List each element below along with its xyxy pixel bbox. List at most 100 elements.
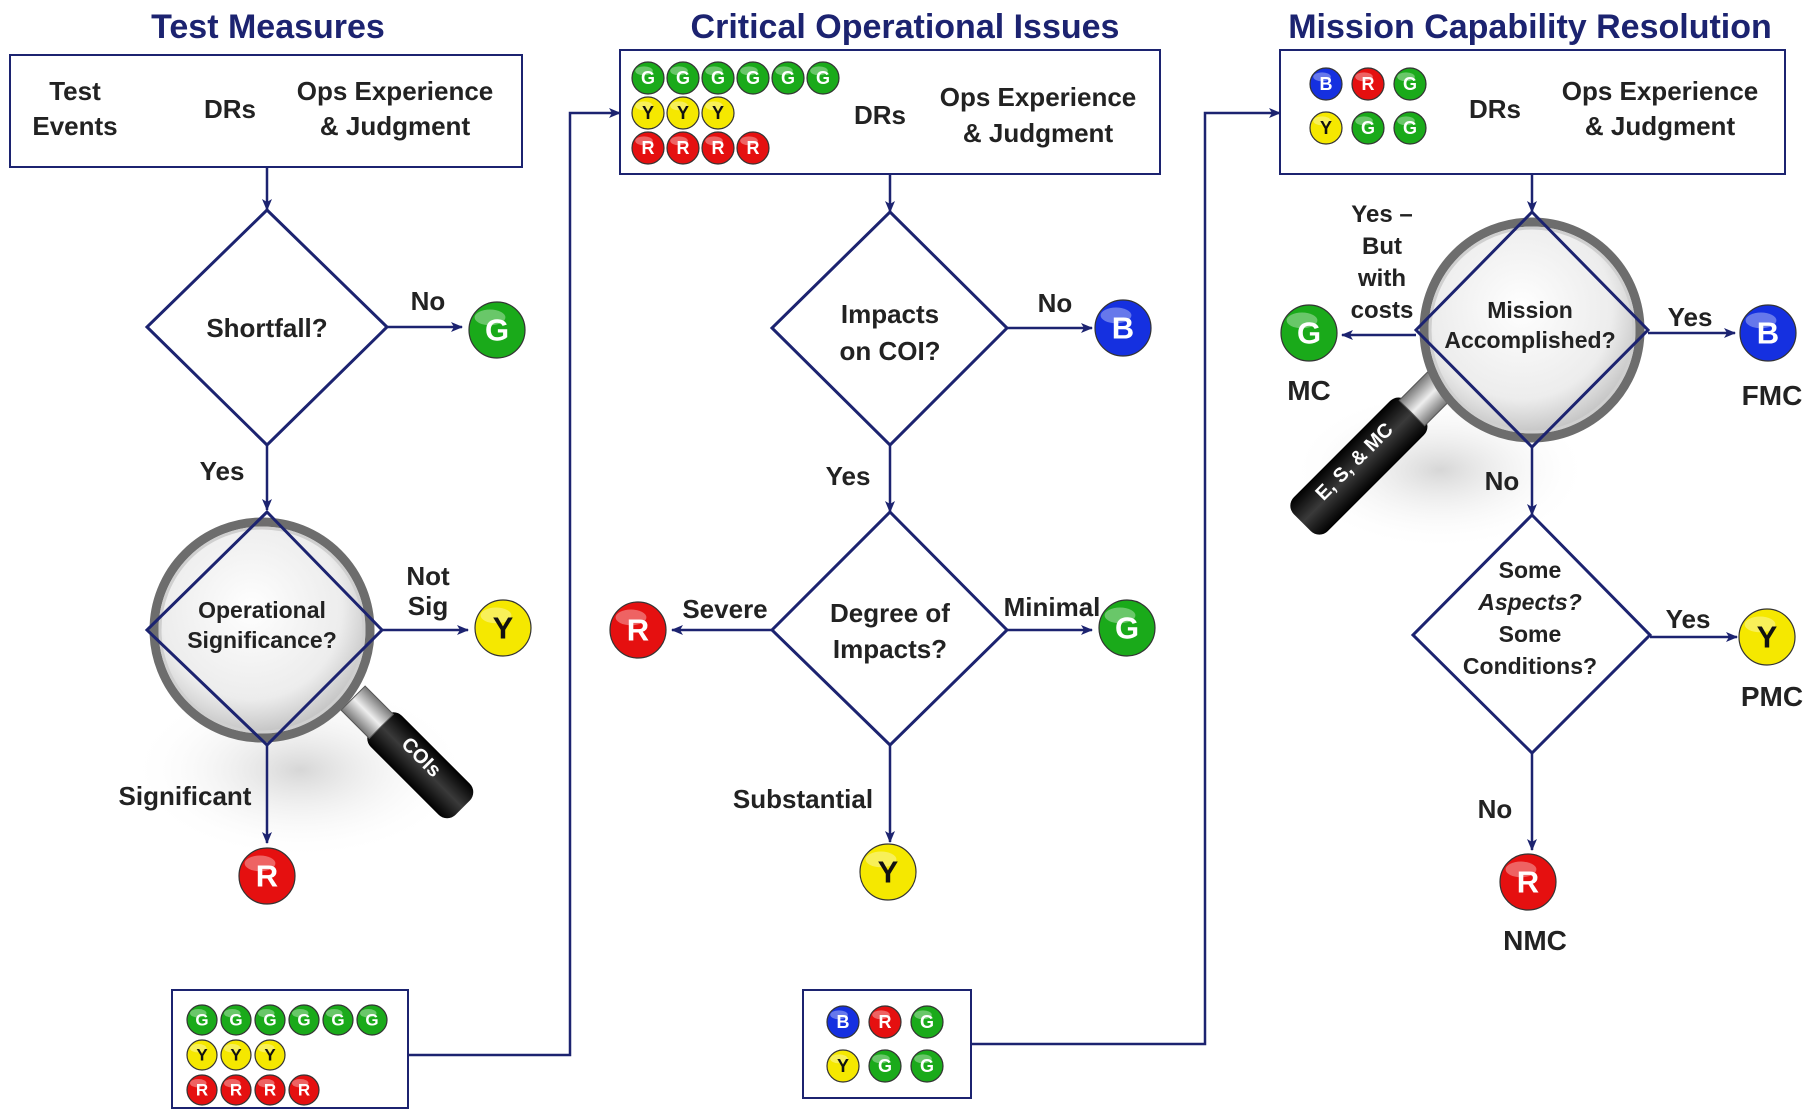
- rating-g-circle: [1098, 599, 1156, 657]
- mini-rating-g-circle: [666, 61, 700, 95]
- mini-rating-g-circle: [910, 1049, 944, 1083]
- col2-minimal-label: Minimal: [1004, 592, 1101, 622]
- col2-drs-label: DRs: [854, 100, 906, 130]
- mini-rating-g-circle: [288, 1004, 320, 1036]
- mini-rating-letter: G: [641, 68, 655, 88]
- mini-rating-r-circle: [666, 131, 700, 165]
- col3-mission-text-1: Mission: [1487, 297, 1573, 323]
- mini-rating-highlight: [1355, 116, 1373, 126]
- rating-g-circle: [468, 301, 526, 359]
- rating-letter: Y: [878, 855, 899, 890]
- mini-rating-letter: R: [677, 138, 690, 158]
- rating-b-circle: [1739, 304, 1797, 362]
- col1-significance-text-2: Significance?: [187, 627, 337, 653]
- mini-rating-g-circle: [701, 61, 735, 95]
- mini-rating-highlight: [1355, 72, 1373, 82]
- col3-result-nmc-circle: R: [1499, 853, 1557, 911]
- mini-rating-highlight: [705, 66, 723, 76]
- col1-magnifier-lens: [149, 517, 375, 743]
- col3-result-yes-circle: B: [1739, 304, 1797, 362]
- mini-rating-letter: B: [1320, 74, 1333, 94]
- col1-result-notsig-circle: Y: [474, 599, 532, 657]
- mini-rating-letter: Y: [196, 1046, 208, 1065]
- mini-rating-letter: G: [195, 1011, 208, 1030]
- mini-rating-letter: R: [230, 1081, 242, 1100]
- rating-highlight: [865, 851, 897, 868]
- rating-highlight: [1744, 616, 1776, 633]
- mini-rating-g-circle: [1393, 111, 1427, 145]
- mini-rating-letter: G: [711, 68, 725, 88]
- mini-rating-letter: G: [297, 1011, 310, 1030]
- rating-highlight: [244, 855, 276, 872]
- mini-rating-letter: R: [264, 1081, 276, 1100]
- col2-result-substantial-circle: Y: [859, 843, 917, 901]
- mini-rating-letter: G: [229, 1011, 242, 1030]
- mini-rating-g-circle: [1351, 111, 1385, 145]
- col3-magnifier: E, S, & MC: [1290, 217, 1645, 550]
- col2-substantial-label: Substantial: [733, 784, 873, 814]
- mini-rating-highlight: [705, 101, 723, 111]
- mini-rating-letter: R: [879, 1012, 892, 1032]
- mini-rating-letter: R: [1362, 74, 1375, 94]
- col1-notsig-label-1: Not: [406, 561, 450, 591]
- col3-mission-text-2: Accomplished?: [1444, 327, 1615, 353]
- col1-yes-label: Yes: [200, 456, 245, 486]
- mini-rating-letter: G: [920, 1012, 934, 1032]
- mini-rating-letter: Y: [230, 1046, 242, 1065]
- col3-pmc-label: PMC: [1741, 681, 1803, 712]
- mini-rating-r-circle: [288, 1074, 320, 1106]
- mini-rating-highlight: [224, 1044, 241, 1053]
- mini-rating-y-circle: [666, 96, 700, 130]
- col3-yes-label: Yes: [1668, 302, 1713, 332]
- mini-rating-highlight: [1313, 116, 1331, 126]
- mini-rating-letter: G: [331, 1011, 344, 1030]
- rating-highlight: [474, 309, 506, 326]
- col1-result-sig-circle: R: [238, 847, 296, 905]
- col1-significant-label: Significant: [119, 781, 252, 811]
- mini-rating-r-circle: [220, 1074, 252, 1106]
- mini-rating-highlight: [635, 136, 653, 146]
- mini-rating-g-circle: [356, 1004, 388, 1036]
- col3-title: Mission Capability Resolution: [1288, 8, 1772, 46]
- col3-yes-costs-3: with: [1357, 265, 1406, 292]
- col3-yes-costs-2: But: [1362, 233, 1402, 260]
- col3-fmc-label: FMC: [1742, 380, 1803, 411]
- col3-result-costs-circle: G: [1280, 304, 1338, 362]
- rating-highlight: [1104, 607, 1136, 624]
- rating-letter: G: [1115, 611, 1139, 646]
- rating-y-circle: [859, 843, 917, 901]
- mini-rating-letter: R: [196, 1081, 208, 1100]
- mini-rating-highlight: [190, 1044, 207, 1053]
- mini-rating-highlight: [635, 101, 653, 111]
- mini-rating-letter: Y: [712, 103, 724, 123]
- rating-y-circle: [1738, 608, 1796, 666]
- mini-rating-g-circle: [771, 61, 805, 95]
- mini-rating-y-circle: [701, 96, 735, 130]
- mini-rating-letter: B: [837, 1012, 850, 1032]
- mini-rating-g-circle: [186, 1004, 218, 1036]
- mini-rating-highlight: [872, 1010, 890, 1020]
- rating-letter: G: [485, 313, 509, 348]
- mini-rating-letter: Y: [1320, 118, 1332, 138]
- mini-rating-letter: Y: [642, 103, 654, 123]
- mini-rating-g-circle: [1393, 67, 1427, 101]
- rating-letter: G: [1297, 316, 1321, 351]
- mini-rating-highlight: [670, 101, 688, 111]
- col3-result-pmc-circle: Y: [1738, 608, 1796, 666]
- rating-letter: B: [1757, 316, 1779, 351]
- mini-rating-g-circle: [736, 61, 770, 95]
- col1-magnifier: COIs: [130, 517, 474, 860]
- mini-rating-g-circle: [631, 61, 665, 95]
- mini-rating-letter: G: [676, 68, 690, 88]
- col1-ops-label-2: & Judgment: [320, 111, 471, 141]
- mini-rating-highlight: [360, 1009, 377, 1018]
- mini-rating-b-circle: [826, 1005, 860, 1039]
- mini-rating-letter: G: [263, 1011, 276, 1030]
- col2-degree-diamond: [769, 509, 1010, 748]
- col1-shortfall-text: Shortfall?: [206, 313, 327, 343]
- mini-rating-r-circle: [736, 131, 770, 165]
- col1-test-events-label-1: Test: [49, 76, 101, 106]
